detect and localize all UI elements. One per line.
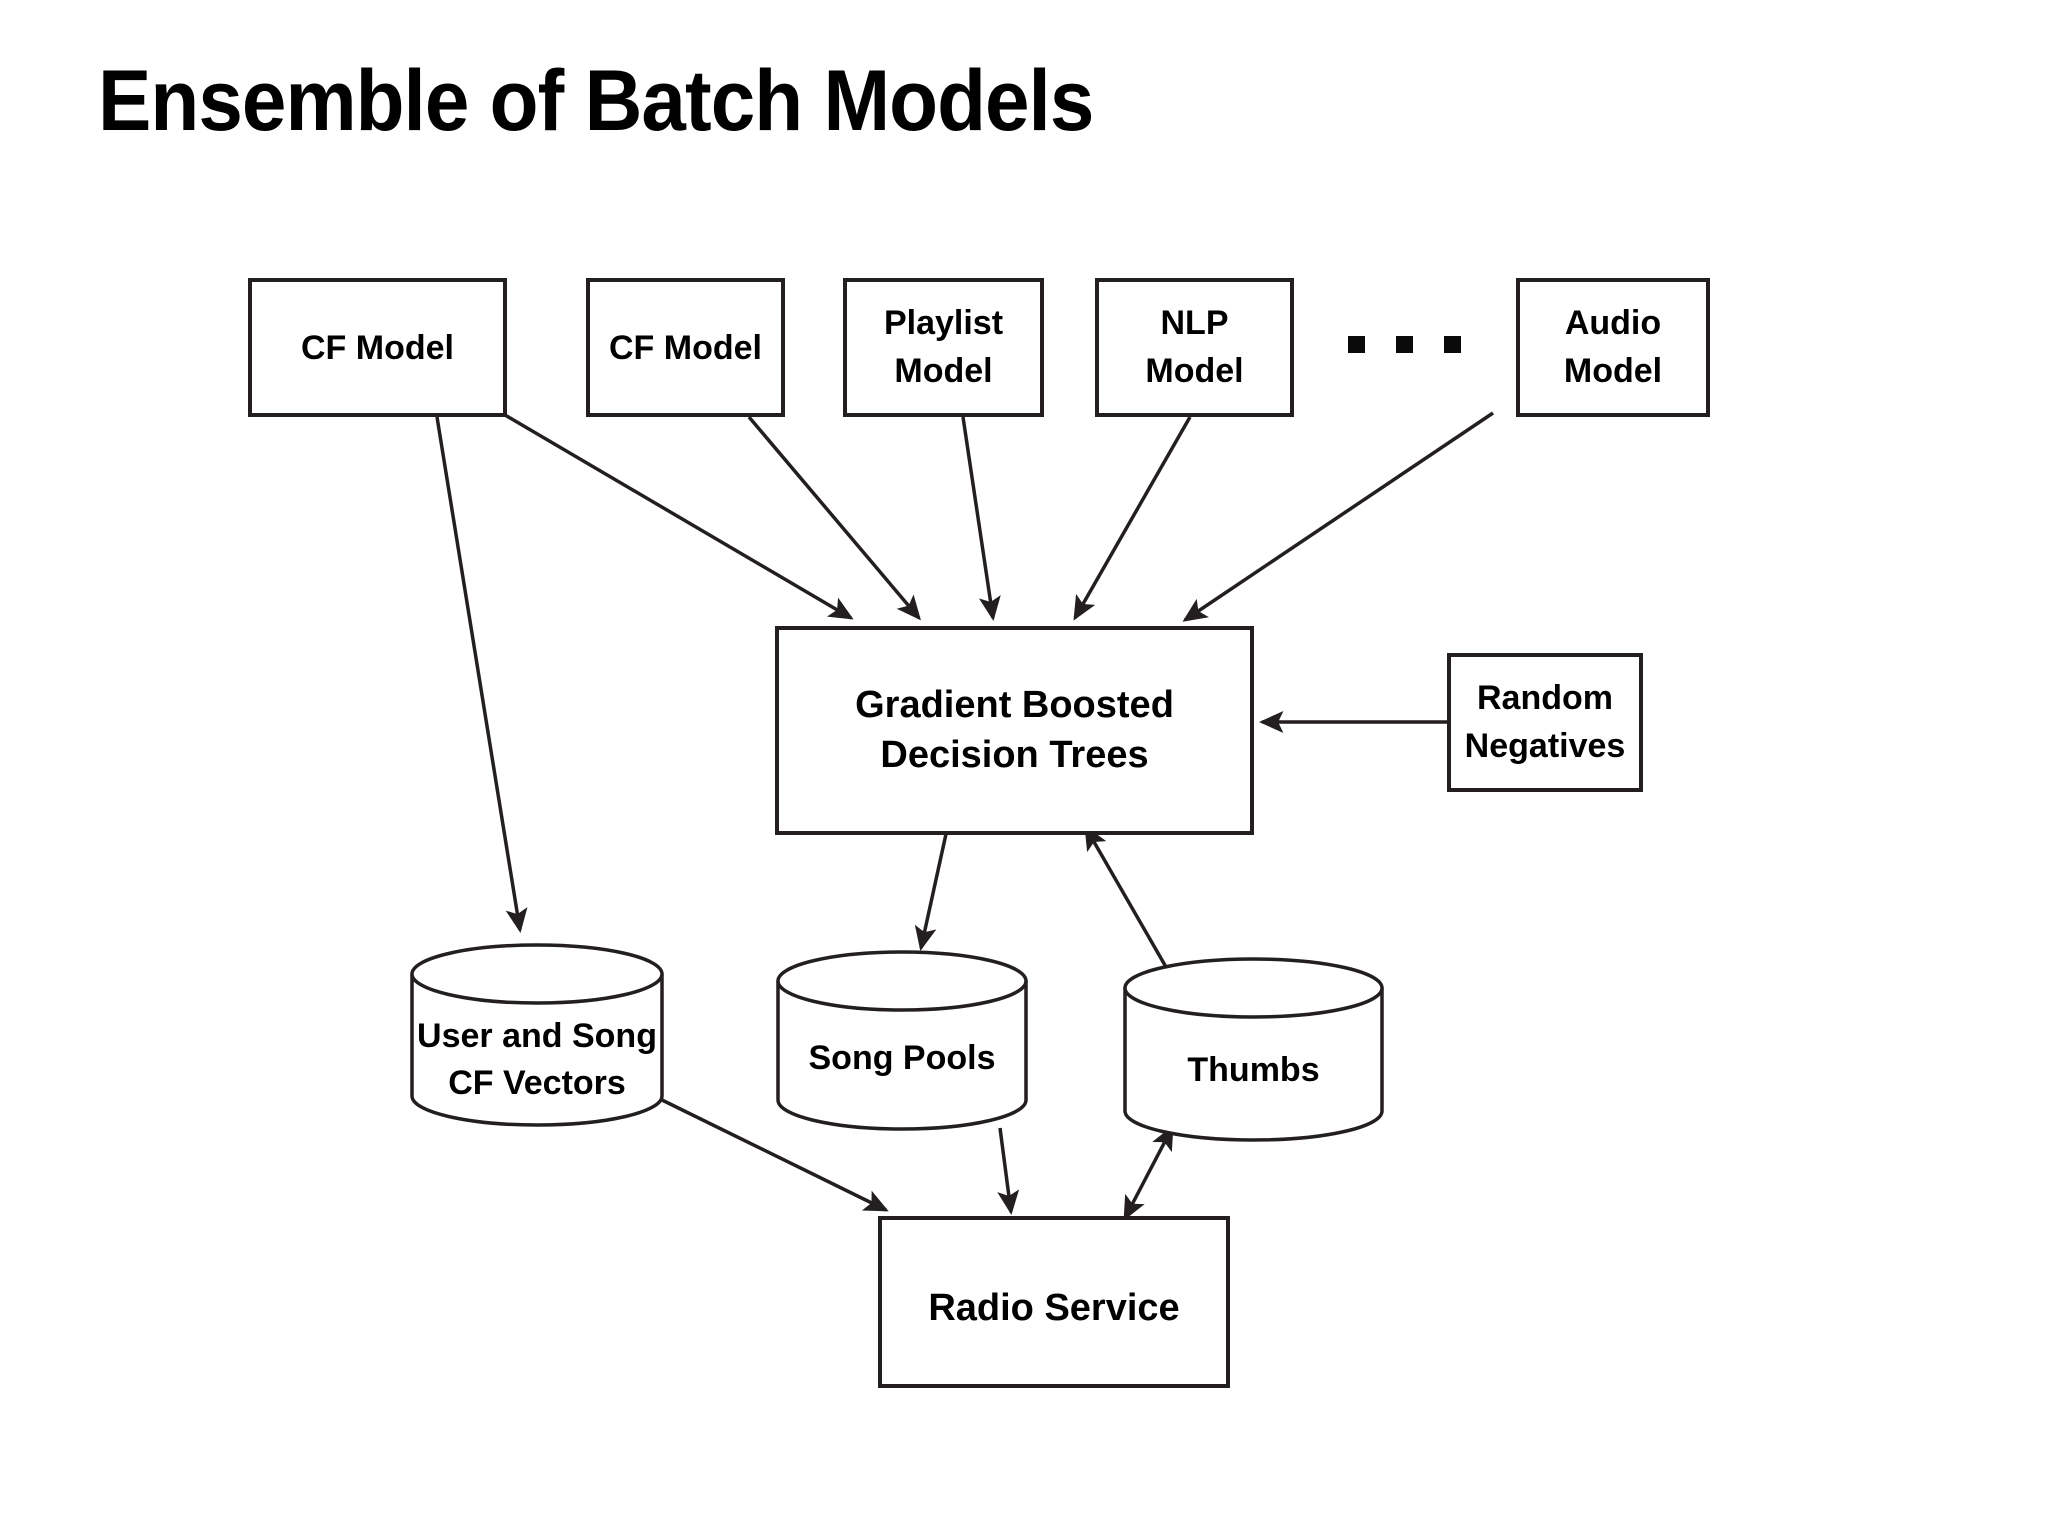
model-ellipsis [1348,336,1461,353]
edge-cfvectors-to-radio [661,1098,889,1212]
nlp-model-box[interactable] [1095,278,1294,417]
playlist-model-label-line1: Playlist [884,304,1003,342]
radio-service-label: Radio Service [928,1287,1179,1329]
node-playlist-model[interactable]: Playlist Model [843,278,1044,417]
edge-thumbs-to-gbdt [1084,825,1168,968]
thumbs-cylinder-body[interactable] [1123,988,1384,1142]
edge-cf1-to-gbdt [504,413,854,620]
random-negatives-box[interactable] [1447,653,1643,792]
edge-nlp-to-gbdt [1073,416,1192,621]
ellipsis-dot-2 [1396,336,1413,353]
song-pools-cylinder-top [776,950,1028,1012]
audio-model-label-line1: Audio [1565,304,1661,342]
edge-gbdt-to-songpools [914,833,948,951]
edge-layer [435,411,1494,1221]
node-cf-model-2[interactable]: CF Model [586,278,785,417]
edge-cf2-to-gbdt [747,415,921,621]
song-pools-label: Song Pools [809,1039,996,1077]
cf-model-1-box[interactable] [248,278,507,417]
random-negatives-label-line2: Negatives [1465,727,1626,765]
node-song-pools[interactable]: Song Pools [776,950,1028,1131]
playlist-model-box[interactable] [843,278,1044,417]
node-gradient-boosted-decision-trees[interactable]: Gradient Boosted Decision Trees [775,626,1254,835]
edge-playlist-to-gbdt [961,416,1001,622]
cf-vectors-label-line2: CF Vectors [448,1064,626,1102]
audio-model-label-line2: Model [1564,352,1662,390]
node-thumbs[interactable]: Thumbs [1123,957,1384,1142]
edge-audio-to-gbdt [1182,411,1494,622]
nlp-model-label-line2: Model [1145,352,1243,390]
cf-vectors-label-line1: User and Song [417,1017,657,1055]
ellipsis-dot-1 [1348,336,1365,353]
nlp-model-label-line1: NLP [1161,304,1229,342]
node-audio-model[interactable]: Audio Model [1516,278,1710,417]
thumbs-label: Thumbs [1187,1051,1319,1089]
cf-vectors-cylinder-top [410,943,664,1005]
cf-model-1-label: CF Model [301,329,454,367]
radio-service-box[interactable] [878,1216,1230,1388]
audio-model-box[interactable] [1516,278,1710,417]
node-cf-vectors[interactable]: User and Song CF Vectors [410,943,664,1127]
gbdt-box[interactable] [775,626,1254,835]
ellipsis-dot-3 [1444,336,1461,353]
edge-thumbs-radio-bidirectional [1123,1125,1174,1221]
gbdt-label-line2: Decision Trees [880,734,1148,776]
node-radio-service[interactable]: Radio Service [878,1216,1230,1388]
page-title: Ensemble of Batch Models [98,53,1094,149]
random-negatives-label-line1: Random [1477,679,1613,717]
cf-model-2-box[interactable] [586,278,785,417]
thumbs-cylinder-top [1123,957,1384,1019]
node-random-negatives[interactable]: Random Negatives [1447,653,1643,792]
cf-vectors-cylinder-body[interactable] [410,974,664,1127]
gbdt-label-line1: Gradient Boosted [855,684,1174,726]
edge-cf1-to-cfvectors [435,416,528,934]
song-pools-cylinder-body[interactable] [776,981,1028,1131]
node-cf-model-1[interactable]: CF Model [248,278,507,417]
cf-model-2-label: CF Model [609,329,762,367]
playlist-model-label-line2: Model [894,352,992,390]
edge-songpools-to-radio [997,1127,1020,1216]
node-nlp-model[interactable]: NLP Model [1095,278,1294,417]
